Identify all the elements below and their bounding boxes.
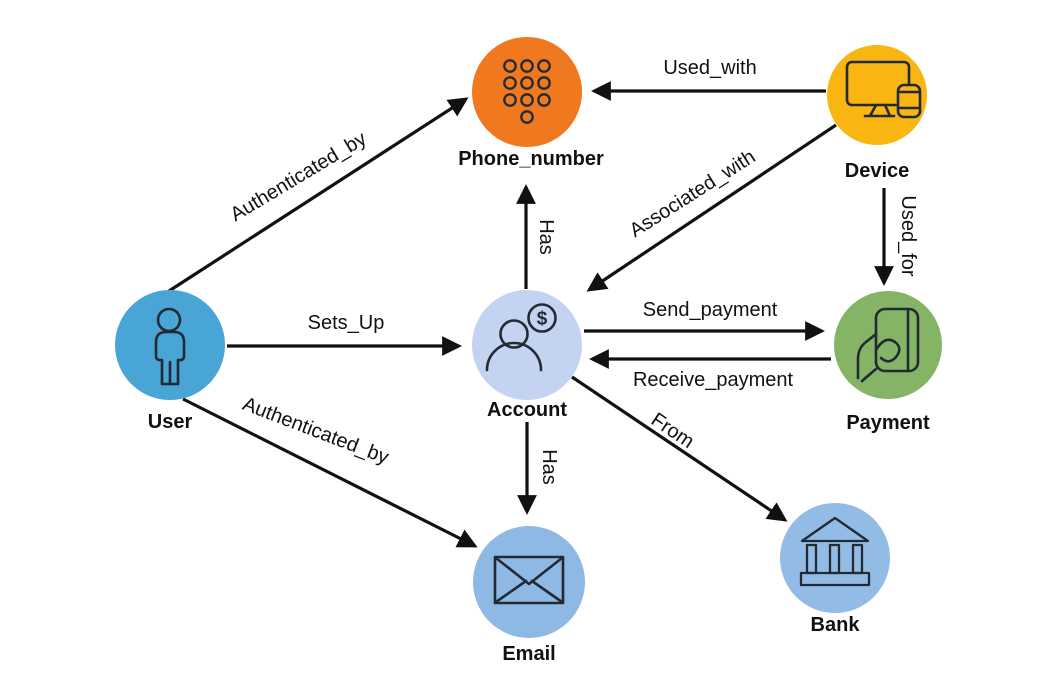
edge-lines — [168, 81, 894, 548]
edge-label: Used_with — [663, 57, 756, 79]
node-label: Account — [487, 399, 567, 421]
node-user: User — [115, 290, 225, 433]
node-label: Email — [502, 643, 555, 665]
node-payment: Payment — [834, 291, 942, 434]
node-label: Payment — [846, 412, 930, 434]
edge-user-authenticated_by-email — [182, 397, 478, 548]
edge-label: Send_payment — [643, 299, 778, 321]
keypad-icon — [503, 59, 551, 124]
node-circle — [473, 526, 585, 638]
node-account: $ Account — [472, 290, 582, 421]
edge-label: Sets_Up — [308, 312, 385, 334]
edge-account-from-bank — [571, 375, 788, 522]
envelope-icon — [493, 555, 565, 605]
edge-label: Authenticated_by — [227, 128, 371, 226]
node-phone-number: Phone_number — [458, 37, 604, 170]
node-device: Device — [827, 45, 927, 182]
edge-device-associated_with-account — [586, 123, 837, 292]
bank-building-icon — [799, 516, 871, 587]
computer-devices-icon — [845, 60, 922, 119]
node-label: User — [148, 411, 193, 433]
node-label: Bank — [811, 614, 861, 636]
edge-label: Used_for — [897, 195, 919, 276]
edge-label: Has — [538, 449, 560, 485]
edge-label: Authenticated_by — [240, 393, 392, 469]
node-circle — [115, 290, 225, 400]
node-circle — [780, 503, 890, 613]
edge-label: Receive_payment — [633, 369, 794, 391]
hand-holding-card-icon — [856, 307, 920, 383]
node-label: Phone_number — [458, 148, 604, 170]
node-email: Email — [473, 526, 585, 665]
node-label: Device — [845, 160, 910, 182]
node-circle — [827, 45, 927, 145]
node-circle — [472, 37, 582, 147]
edge-label: Has — [535, 219, 557, 255]
edge-label: Associated_with — [626, 146, 760, 242]
edge-user-authenticated_by-phone — [168, 97, 469, 293]
dollar-glyph: $ — [537, 309, 548, 330]
person-icon — [154, 307, 186, 386]
account-person-dollar-icon: $ — [485, 303, 557, 372]
node-circle — [834, 291, 942, 399]
node-bank: Bank — [780, 503, 890, 636]
